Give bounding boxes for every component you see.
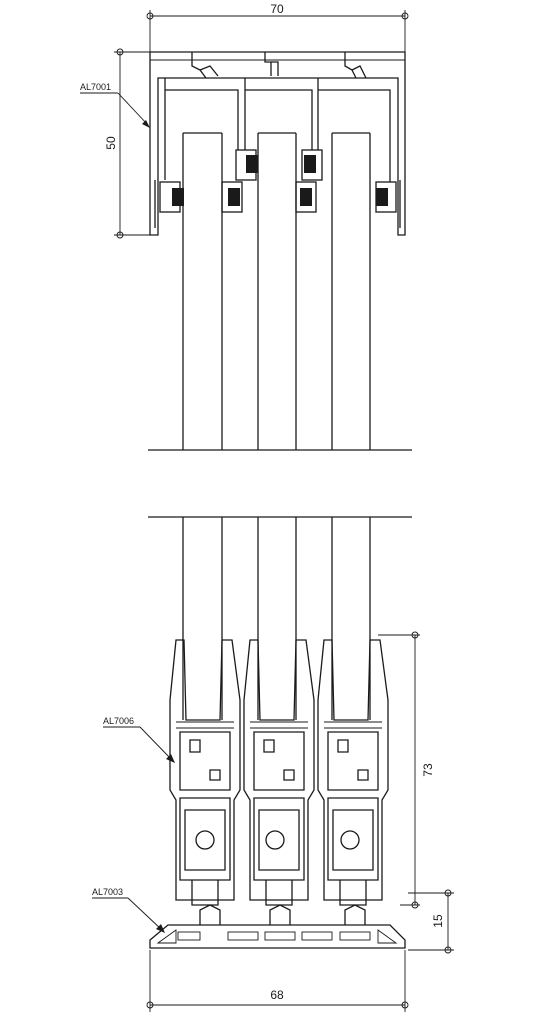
dimension-top-width-label: 70 [270,2,284,16]
dimension-top-height: 50 [104,48,150,239]
dimension-bottom-width: 68 [146,950,409,1012]
glass-panels-lower [148,516,412,720]
glass-panels-upper [148,132,412,451]
bottom-sash-1 [169,639,241,906]
dimension-bottom-width-label: 68 [270,988,284,1002]
dimension-track-height: 15 [408,889,454,954]
bottom-sash-3 [317,639,389,906]
dimension-track-height-label: 15 [431,914,445,928]
leader-sash-profile: AL7006 [103,716,175,763]
leader-head-profile: AL7001 [80,82,150,128]
label-sash-profile: AL7006 [103,716,134,726]
top-gaskets [159,149,397,213]
bottom-track [149,904,406,949]
leader-track-profile: AL7003 [92,887,165,933]
dimension-bottom-height: 73 [378,631,435,909]
dimension-top-width: 70 [146,2,409,52]
label-track-profile: AL7003 [92,887,123,897]
dimension-bottom-height-label: 73 [421,763,435,777]
bottom-sash-2 [243,639,315,906]
dimension-top-height-label: 50 [104,136,118,150]
label-head-profile: AL7001 [80,82,111,92]
head-frame [149,51,406,236]
